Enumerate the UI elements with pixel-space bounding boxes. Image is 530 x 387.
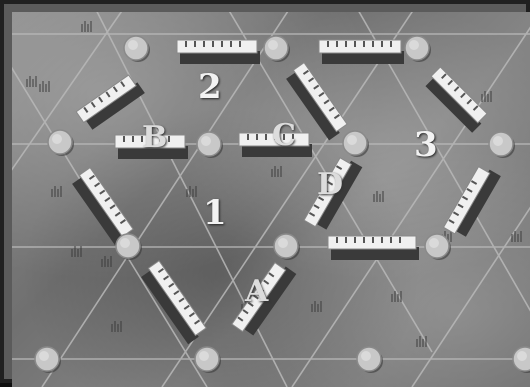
grass-tuft: [102, 256, 111, 267]
edge-label-c: C: [272, 121, 296, 151]
grass-tuft: [40, 81, 49, 92]
intersection-node[interactable]: [343, 131, 369, 157]
grass-tuft: [417, 336, 426, 347]
intersection-node[interactable]: [405, 36, 431, 62]
road-segment[interactable]: [319, 40, 404, 64]
intersection-node[interactable]: [489, 132, 515, 158]
edge-label-a: A: [245, 277, 268, 307]
edge-label-b: B: [142, 123, 167, 153]
road-segment[interactable]: [177, 40, 260, 64]
intersection-node[interactable]: [195, 347, 221, 373]
intersection-node[interactable]: [35, 347, 61, 373]
region-label-2: 2: [198, 70, 222, 104]
intersection-node[interactable]: [425, 234, 451, 260]
road-segment[interactable]: [423, 67, 489, 133]
road-segments: [70, 40, 500, 344]
road-segment[interactable]: [328, 236, 419, 260]
grass-tuft: [112, 321, 121, 332]
intersection-node[interactable]: [116, 234, 142, 260]
road-top: [319, 40, 401, 53]
grass-tuft: [52, 186, 61, 197]
intersection-node[interactable]: [124, 36, 150, 62]
edge-label-d: D: [317, 170, 343, 200]
grass-tuft: [82, 21, 91, 32]
intersection-node[interactable]: [48, 130, 74, 156]
board-graphics: [12, 12, 530, 387]
intersection-node[interactable]: [264, 36, 290, 62]
grass-tuft: [272, 166, 281, 177]
intersection-node[interactable]: [197, 132, 223, 158]
game-board[interactable]: 2 3 1 A B C D: [12, 12, 530, 387]
grid-line: [12, 12, 142, 227]
road-segment[interactable]: [76, 73, 145, 131]
intersection-node[interactable]: [357, 347, 383, 373]
intersection-node[interactable]: [513, 347, 530, 373]
grass-tuft: [312, 301, 321, 312]
region-label-3: 3: [414, 128, 438, 162]
grass-tuft: [27, 76, 36, 87]
road-top: [177, 40, 257, 53]
intersection-node[interactable]: [274, 234, 300, 260]
region-label-1: 1: [203, 196, 227, 230]
grass-tuft: [374, 191, 383, 202]
